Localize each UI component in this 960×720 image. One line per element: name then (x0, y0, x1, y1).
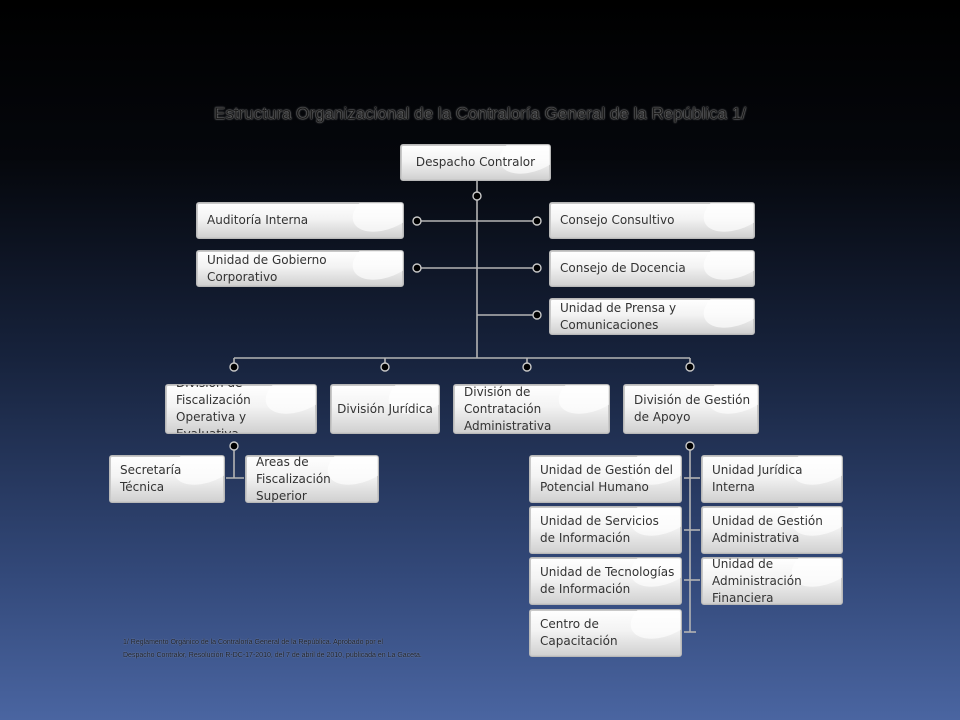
node-secretaria-tecnica: Secretaría Técnica (109, 455, 225, 503)
node-tecnologias-informacion: Unidad de Tecnologías de Información (529, 557, 682, 605)
node-despacho-contralor: Despacho Contralor (400, 144, 551, 181)
node-servicios-informacion: Unidad de Servicios de Información (529, 506, 682, 554)
node-consejo-consultivo: Consejo Consultivo (549, 202, 755, 239)
node-division-fiscalizacion: División de Fiscalización Operativa y Ev… (165, 384, 317, 434)
node-auditoria-interna: Auditoría Interna (196, 202, 404, 239)
node-gestion-administrativa: Unidad de Gestión Administrativa (701, 506, 843, 554)
node-areas-fiscalizacion: Áreas de Fiscalización Superior (245, 455, 379, 503)
node-unidad-gobierno-corporativo: Unidad de Gobierno Corporativo (196, 250, 404, 287)
node-division-juridica: División Jurídica (330, 384, 440, 434)
footnote: 1/ Reglamento Orgánico de la Contraloría… (123, 639, 422, 659)
node-unidad-prensa: Unidad de Prensa y Comunicaciones (549, 298, 755, 335)
node-division-gestion-apoyo: División de Gestión de Apoyo (623, 384, 759, 434)
node-administracion-financiera: Unidad de Administración Financiera (701, 557, 843, 605)
chart-title: Estructura Organizacional de la Contralo… (213, 104, 746, 123)
node-juridica-interna: Unidad Jurídica Interna (701, 455, 843, 503)
node-consejo-docencia: Consejo de Docencia (549, 250, 755, 287)
node-gestion-potencial-humano: Unidad de Gestión del Potencial Humano (529, 455, 682, 503)
node-centro-capacitacion: Centro de Capacitación (529, 609, 682, 657)
node-division-contratacion: División de Contratación Administrativa (453, 384, 610, 434)
